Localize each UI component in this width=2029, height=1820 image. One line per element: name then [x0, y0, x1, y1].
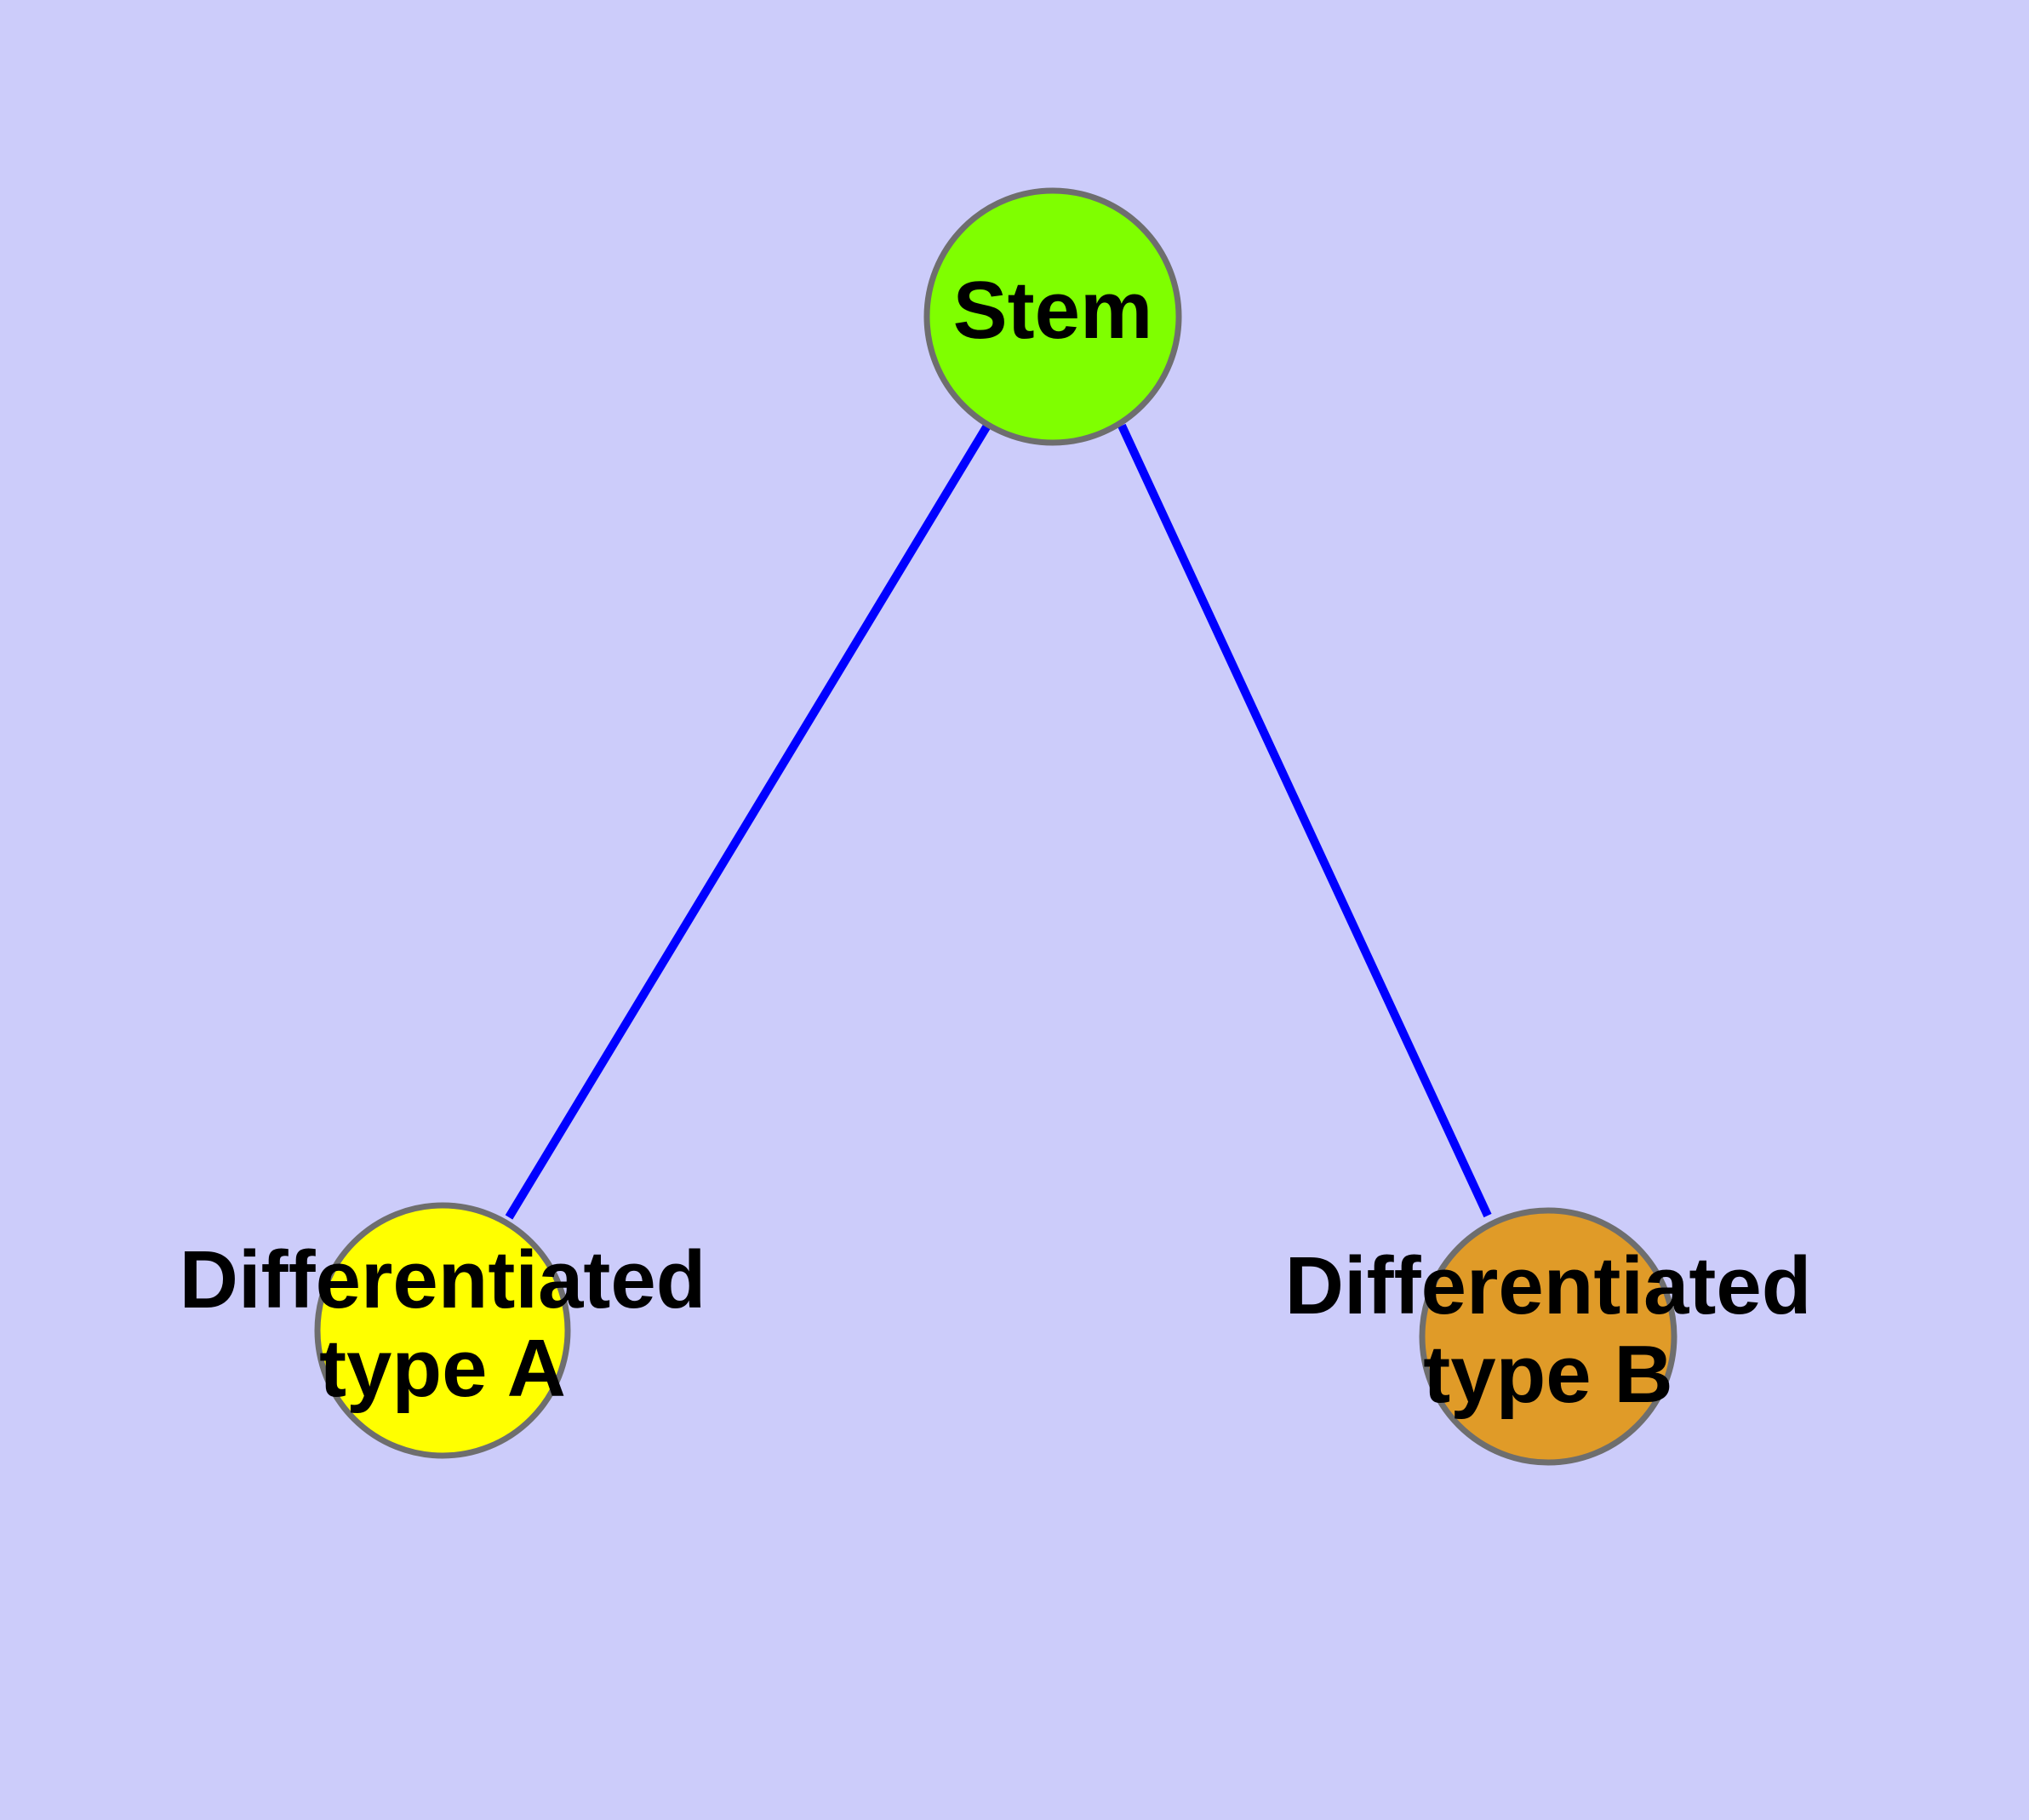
node-label-stem: Stem — [953, 265, 1153, 356]
edge-layer — [505, 423, 1492, 1220]
node-label-line: type A — [319, 1323, 566, 1414]
node-circle-stem[interactable] — [923, 187, 1182, 446]
node-label-line: Stem — [953, 265, 1153, 356]
graph-edge-stem-to-diff-a — [505, 423, 992, 1220]
graph-node-stem[interactable]: Stem — [923, 187, 1182, 446]
graph-edge-stem-to-diff-b — [1117, 423, 1492, 1218]
node-label-line: type B — [1423, 1329, 1672, 1420]
node-circle-diff_a[interactable] — [314, 1202, 571, 1459]
node-label-line: Differentiated — [1285, 1241, 1812, 1332]
node-circle-diff_b[interactable] — [1419, 1207, 1677, 1466]
node-label-line: Differentiated — [180, 1235, 706, 1326]
